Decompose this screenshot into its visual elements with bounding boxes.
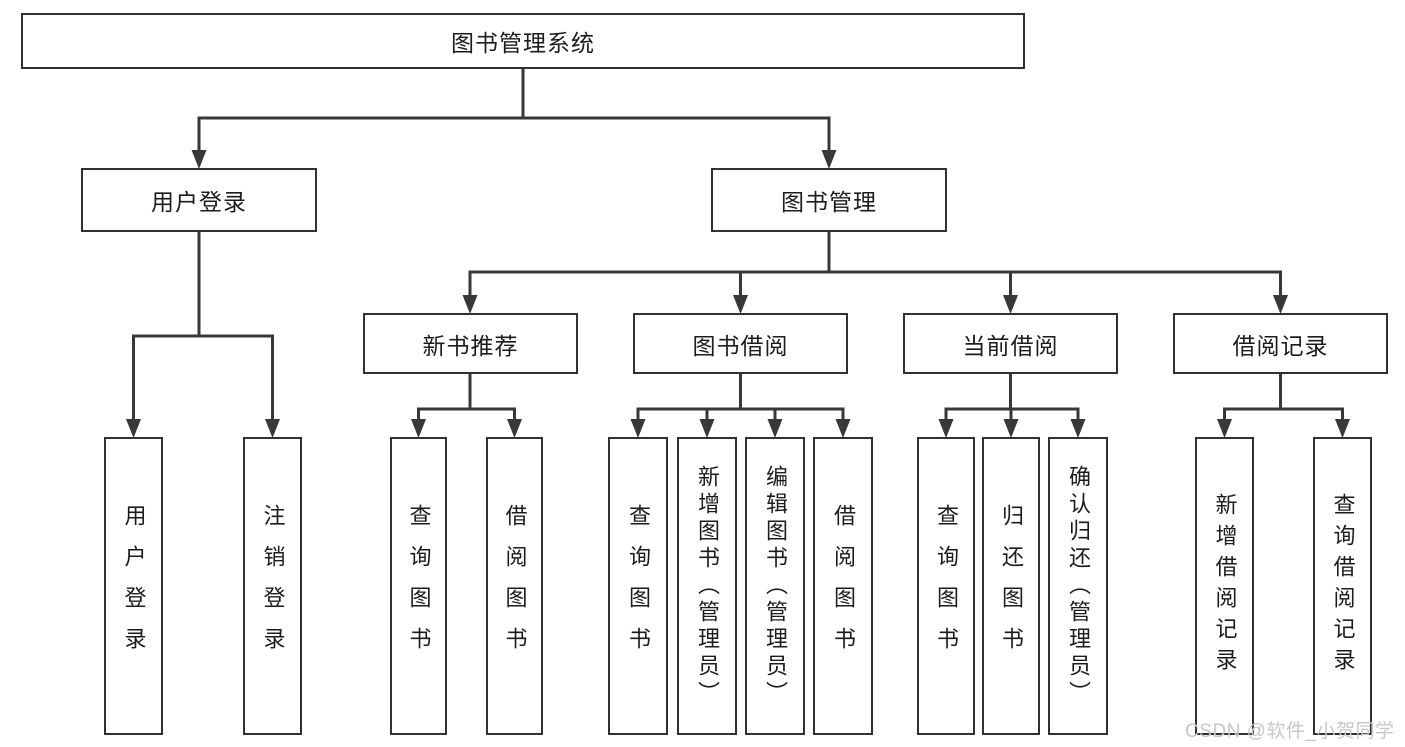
node-label: 注销登录	[260, 504, 286, 668]
node-book-borrow: 图书借阅	[633, 313, 848, 374]
node-label: 借阅图书	[831, 504, 856, 668]
node-label: 新增图书（管理员）	[695, 464, 720, 708]
node-label: 编辑图书（管理员）	[763, 464, 788, 708]
leaf-newbook-query: 查询图书	[390, 437, 447, 735]
node-borrow-records: 借阅记录	[1173, 313, 1388, 374]
leaf-records-add: 新增借阅记录	[1195, 437, 1254, 735]
node-label: 查询图书	[934, 504, 959, 668]
node-label: 查询图书	[406, 504, 432, 668]
node-new-book-recommend: 新书推荐	[363, 313, 578, 374]
node-label: 用户登录	[121, 504, 147, 668]
node-user-login: 用户登录	[81, 168, 317, 232]
leaf-borrow-edit-admin: 编辑图书（管理员）	[745, 437, 805, 735]
node-label: 当前借阅	[962, 332, 1059, 359]
node-label: 归还图书	[999, 504, 1024, 668]
node-label: 新书推荐	[422, 332, 519, 359]
node-label: 查询借阅记录	[1330, 493, 1356, 679]
arrowheads	[126, 150, 1350, 438]
node-label: 图书管理系统	[451, 30, 595, 56]
node-root: 图书管理系统	[21, 13, 1025, 69]
node-label: 借阅图书	[502, 504, 528, 668]
watermark: CSDN @软件_小贺同学	[1185, 721, 1395, 742]
leaf-current-query: 查询图书	[917, 437, 975, 735]
node-label: 借阅记录	[1232, 332, 1329, 359]
leaf-user-login: 用户登录	[104, 437, 163, 735]
node-label: 确认归还（管理员）	[1066, 464, 1091, 708]
leaf-newbook-borrow: 借阅图书	[486, 437, 543, 735]
node-current-borrow: 当前借阅	[903, 313, 1118, 374]
leaf-current-return: 归还图书	[982, 437, 1040, 735]
leaf-current-confirm-admin: 确认归还（管理员）	[1048, 437, 1108, 735]
leaf-borrow-book: 借阅图书	[813, 437, 873, 735]
node-label: 查询图书	[626, 504, 651, 668]
leaf-borrow-add-admin: 新增图书（管理员）	[677, 437, 737, 735]
node-book-management: 图书管理	[711, 168, 947, 232]
node-label: 图书借阅	[692, 332, 789, 359]
node-label: 图书管理	[781, 189, 877, 215]
leaf-records-query: 查询借阅记录	[1313, 437, 1372, 735]
leaf-borrow-query: 查询图书	[608, 437, 668, 735]
leaf-logout: 注销登录	[243, 437, 302, 735]
node-label: 用户登录	[151, 189, 247, 215]
node-label: 新增借阅记录	[1212, 493, 1238, 679]
